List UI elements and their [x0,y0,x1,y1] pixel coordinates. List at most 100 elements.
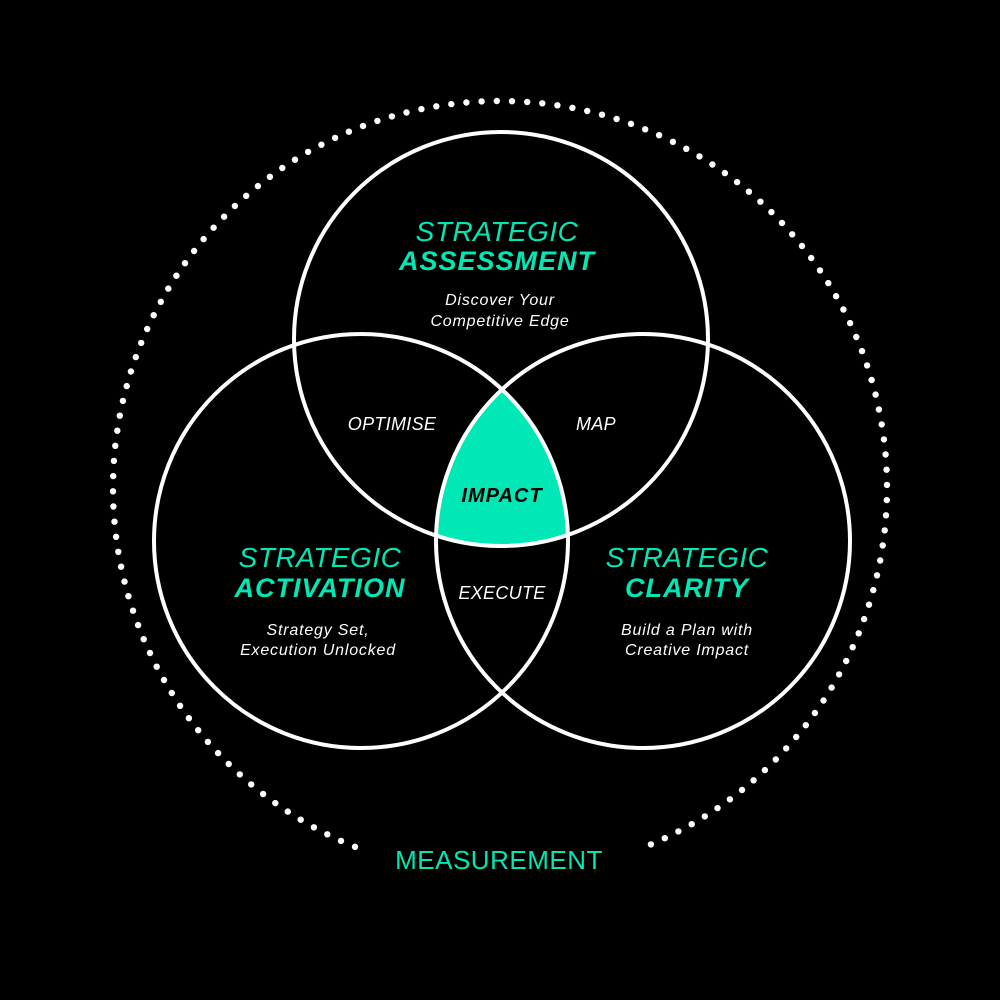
ring-dot [863,362,871,369]
ring-dot [493,97,500,105]
ring-dot [272,799,279,807]
ring-dot [310,824,318,831]
ring-dot [750,777,757,784]
ring-dot [144,325,151,333]
ring-dot [840,306,847,313]
ring-dot [204,738,212,746]
ring-dot [463,99,470,106]
ring-dot [110,472,117,480]
ring-dot [214,749,222,757]
ring-dot [832,293,840,300]
ring-dot [153,663,160,670]
ring-dot [883,481,891,489]
ring-dot [873,572,881,579]
ring-dot [111,518,118,525]
ring-dot [173,272,180,279]
ring-dot [279,164,286,172]
ring-dot [403,109,410,116]
ring-dot [772,756,779,763]
ring-dot [119,397,127,405]
ring-dot [798,242,806,250]
assessment-subtitle-2: Competitive Edge [430,313,569,330]
ring-dot [433,103,440,110]
ring-dot [768,208,775,216]
ring-dot [868,376,875,384]
ring-dot [248,781,255,788]
ring-dot [508,98,516,105]
ring-dot [331,134,339,142]
ring-dot [337,837,345,845]
ring-dot [117,563,125,570]
clarity-title-light: STRATEGIC [606,542,769,573]
assessment-title-light: STRATEGIC [416,216,579,247]
ring-dot [613,115,620,123]
ring-dot [714,804,721,812]
activation-title-bold: ACTIVATION [234,573,406,603]
overlap-execute-label: EXECUTE [458,583,546,603]
ring-dot [478,98,485,105]
ring-dot [116,412,124,419]
ring-dot [825,279,832,287]
ring-dot [757,198,764,205]
ring-dot [853,333,860,341]
ring-dot [870,586,877,594]
ring-dot [820,697,827,704]
ring-dot [877,557,884,564]
ring-dot [843,657,850,665]
ring-dot [811,709,819,717]
ring-dot [647,841,655,848]
ring-dot [448,100,455,108]
ring-dot [802,722,809,729]
ring-dot [539,100,546,107]
ring-dot [112,442,119,449]
ring-dot [879,542,886,549]
ring-dot [291,156,299,163]
circle-clarity [434,332,852,750]
ring-dot [783,745,790,752]
ring-dot [200,235,207,243]
ring-dot [816,267,824,274]
ring-dot [165,285,172,292]
clarity-subtitle-2: Creative Impact [625,642,749,659]
ring-dot [882,451,889,458]
ring-dot [569,104,576,112]
ring-dot [683,145,690,152]
activation-subtitle-1: Strategy Set, [267,622,370,639]
ring-dot [554,102,561,109]
ring-dot [297,816,304,823]
ring-dot [123,382,130,390]
impact-label: IMPACT [461,485,543,507]
ring-dot [125,593,132,600]
ring-dot [721,169,729,177]
ring-dot [114,427,121,434]
ring-dot [157,298,164,305]
ring-dot [627,120,635,128]
ring-dot [882,512,890,519]
ring-dot [726,796,734,803]
ring-dot [872,391,879,398]
ring-dot [883,466,890,473]
ring-dot [168,689,175,697]
ring-dot [236,771,243,778]
ring-dot [195,727,202,734]
ring-dot [176,702,184,709]
ring-dot [875,406,883,413]
ring-dot [134,621,142,629]
ring-dot [846,319,854,327]
ring-dot [418,105,425,113]
ring-dot [150,312,157,319]
ring-dot [110,457,118,465]
ring-dot [858,347,866,355]
ring-dot [669,138,677,145]
ring-dot [190,247,198,255]
ring-dot [688,821,695,828]
ring-dot [359,122,367,130]
ring-dot [883,496,890,504]
ring-dot [789,231,796,238]
ring-dot [129,607,137,614]
ring-dot [146,649,154,657]
ring-dot [254,182,262,190]
ring-dot [110,503,117,510]
ring-dot [304,148,312,156]
